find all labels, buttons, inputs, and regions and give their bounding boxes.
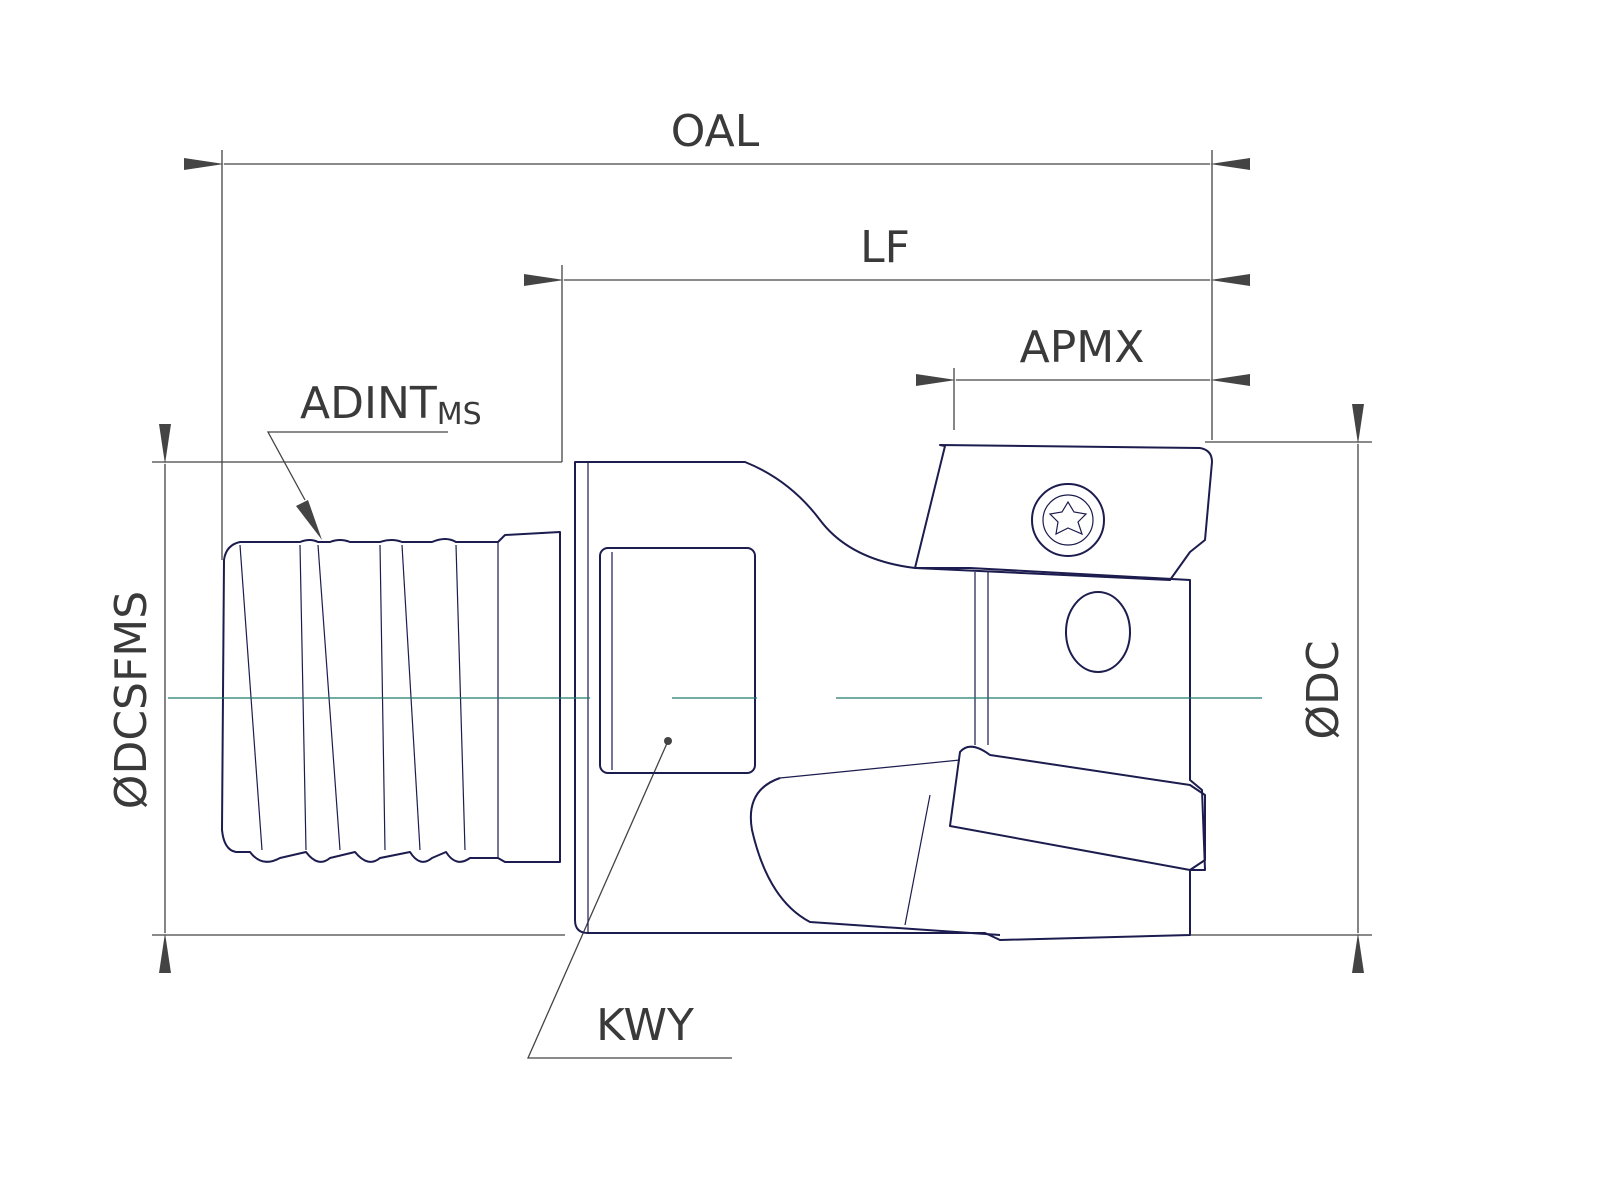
dimension-oal: OAL [184, 106, 1250, 170]
screw-head [1031, 483, 1105, 557]
label-apmx: APMX [1020, 322, 1145, 373]
label-dc: ØDC [1298, 640, 1349, 739]
insert-bottom [949, 745, 1206, 871]
coolant-hole [1065, 591, 1131, 673]
threaded-shank [221, 531, 561, 863]
cutter-body [574, 444, 1213, 941]
label-dcsfms: ØDCSFMS [106, 591, 157, 809]
label-oal: OAL [671, 106, 760, 157]
dimension-apmx: APMX [916, 322, 1250, 386]
label-lf: LF [860, 222, 910, 273]
dimension-dc: ØDC [1298, 404, 1364, 973]
keyway-slot [599, 547, 756, 774]
dimension-dcsfms: ØDCSFMS [106, 424, 171, 973]
dimension-lf: LF [524, 222, 1250, 286]
label-kwy: KWY [596, 1000, 694, 1051]
torx-icon [1048, 500, 1088, 536]
insert-top [914, 444, 1213, 581]
extension-lines [152, 150, 1372, 936]
label-adint: ADINTMS [300, 378, 482, 432]
leader-kwy: KWY [527, 737, 732, 1059]
leader-adint: ADINTMS [266, 378, 482, 540]
